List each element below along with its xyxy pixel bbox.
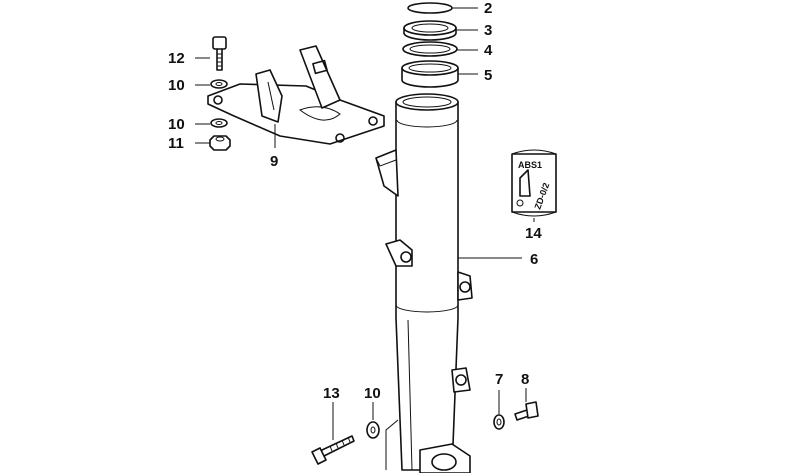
callout-9: 9 [270, 153, 278, 170]
callout-10-bottom: 10 [364, 385, 381, 402]
callout-10-upper: 10 [168, 77, 185, 94]
bolt-8 [514, 401, 539, 421]
callout-11: 11 [168, 135, 184, 152]
callout-14: 14 [525, 225, 542, 242]
bearing-ring-2 [407, 2, 453, 14]
callout-6: 6 [530, 251, 538, 268]
callout-5: 5 [484, 67, 492, 84]
callout-13: 13 [323, 385, 340, 402]
callout-12: 12 [168, 50, 185, 67]
screw-12 [212, 36, 227, 71]
callout-7: 7 [495, 371, 503, 388]
callout-4: 4 [484, 42, 493, 59]
leader-lines [195, 7, 535, 440]
washer-7 [493, 414, 505, 430]
seal-ring-5 [401, 60, 459, 88]
washer-10-upper [210, 79, 228, 89]
callout-10-lower: 10 [168, 116, 185, 133]
callouts: 2 3 4 5 6 7 8 9 10 10 11 12 13 10 14 [168, 0, 542, 402]
bearing-race-3 [403, 20, 457, 41]
screw-13 [311, 435, 355, 465]
callout-8: 8 [521, 371, 529, 388]
nut-11 [209, 135, 231, 151]
grease-tube-14: ABS1 ZD-0/2 [511, 149, 557, 217]
grease-tube-label: ABS1 [518, 160, 542, 170]
callout-3: 3 [484, 22, 492, 39]
bearing-race-4 [402, 41, 458, 57]
bracket-plate-9 [207, 45, 385, 145]
washer-10-bottom [366, 421, 380, 439]
fork-slider-6 [375, 93, 473, 473]
washer-10-lower [210, 118, 228, 128]
callout-2: 2 [484, 0, 492, 17]
